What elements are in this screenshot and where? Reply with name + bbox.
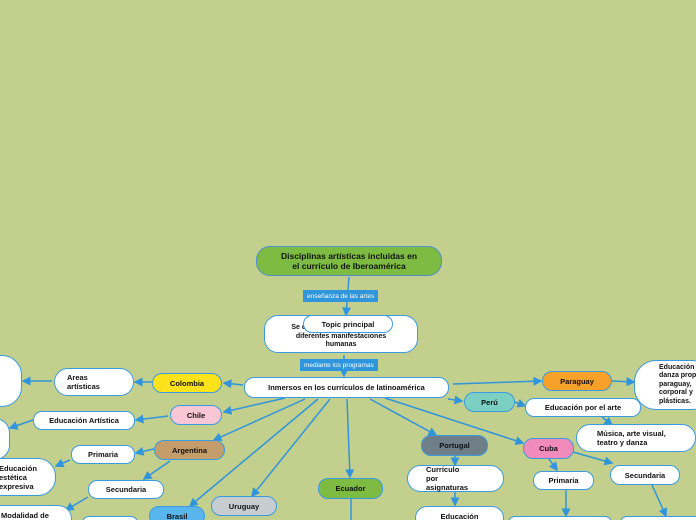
argentina-extra-node[interactable] — [82, 516, 138, 520]
country-portugal[interactable]: Portugal — [421, 435, 488, 456]
cuba-extra-node-2[interactable] — [620, 516, 696, 520]
central-node[interactable]: Inmersos en los currículos de latinoamér… — [244, 377, 449, 398]
musica-arte-node[interactable]: Música, arte visual, teatro y danza — [576, 424, 696, 452]
educacion-portugal-node[interactable]: Educación — [415, 506, 504, 520]
country-uruguay[interactable]: Uruguay — [211, 496, 277, 516]
link-label-ensenanza: enseñanza de las artes — [303, 290, 379, 302]
link-label-programas: mediante los programas — [300, 359, 378, 371]
topic-principal-node[interactable]: Topic principal — [303, 315, 393, 333]
root-topic[interactable]: Disciplinas artísticas incluidas en el c… — [256, 246, 442, 276]
cuba-extra-node-1[interactable] — [508, 516, 612, 520]
country-paraguay[interactable]: Paraguay — [542, 371, 612, 391]
curriculo-asignaturas-node[interactable]: Currículo por asignaturas — [407, 465, 504, 492]
country-brasil[interactable]: Brasil — [149, 506, 205, 520]
country-argentina[interactable]: Argentina — [154, 440, 225, 460]
country-ecuador[interactable]: Ecuador — [318, 478, 383, 499]
country-chile[interactable]: Chile — [170, 405, 222, 425]
modalidad-node[interactable]: Modalidad de — [0, 505, 72, 520]
secundaria-cuba-node[interactable]: Secundaria — [610, 465, 680, 485]
country-colombia[interactable]: Colombia — [152, 373, 222, 393]
educacion-estetica-node[interactable]: Educación estética expresiva — [0, 458, 56, 496]
secundaria-argentina-node[interactable]: Secundaria — [88, 480, 164, 499]
primaria-cuba-node[interactable]: Primaria — [533, 471, 594, 490]
paraguay-detail-node[interactable]: Educación danza propia paraguay, corpora… — [634, 360, 696, 410]
areas-artisticas-node[interactable]: Areas artísticas — [54, 368, 134, 396]
country-peru[interactable]: Perú — [464, 392, 515, 412]
educacion-por-el-arte-node[interactable]: Educación por el arte — [525, 398, 641, 417]
educacion-artistica-node[interactable]: Educación Artística — [33, 411, 135, 430]
country-cuba[interactable]: Cuba — [523, 438, 574, 459]
primaria-argentina-node[interactable]: Primaria — [71, 445, 135, 464]
